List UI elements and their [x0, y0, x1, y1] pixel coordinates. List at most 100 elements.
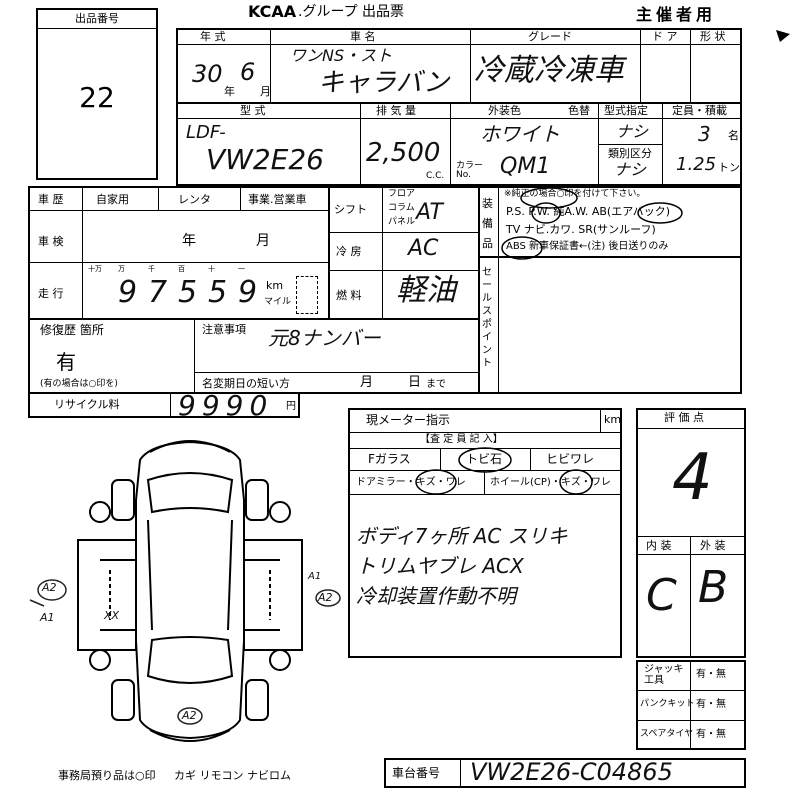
inspector-notes-line1: ボディ7ヶ所 AC スリキ: [356, 524, 568, 548]
model-label: 型 式: [240, 104, 266, 117]
puncture-option[interactable]: 有・無: [696, 699, 726, 710]
interior-label: 内 装: [646, 539, 672, 552]
history-rental[interactable]: レンタ: [178, 193, 211, 206]
load-unit: トン: [718, 161, 740, 174]
equipment-line1: P.S. P.W. 純A.W. AB(エアバック): [506, 205, 671, 218]
inspection-year: 年: [182, 233, 196, 249]
class-label: 類別区分: [608, 147, 652, 160]
shift-column[interactable]: コラム: [388, 203, 415, 213]
score-value: 4: [672, 441, 713, 515]
mileage-label: 走 行: [38, 287, 64, 300]
spare-label: スペアタイヤ: [640, 729, 694, 739]
door-label: ド ア: [652, 30, 678, 43]
damage-mark-bottom: A2: [182, 709, 197, 722]
equipment-label: 装備品: [482, 197, 493, 250]
inspection-label: 車 検: [38, 235, 64, 248]
meter-unit: km: [604, 413, 622, 426]
repair-note: (有の場合は○印を): [40, 379, 118, 389]
model-prefix: LDF-: [186, 122, 226, 143]
lot-number-label: 出品番号: [75, 12, 119, 25]
digit-label: 万: [118, 265, 125, 273]
grade-label: グレード: [528, 30, 572, 43]
type-designation-label: 型式指定: [604, 104, 648, 117]
grade-value: 冷蔵冷凍車: [474, 53, 624, 88]
mileage-digit: 7: [148, 275, 168, 310]
deadline-day: 日: [408, 375, 422, 390]
chassis-box: [384, 758, 746, 788]
color-number-value: QM1: [500, 154, 551, 179]
mileage-checkbox[interactable]: [296, 276, 318, 314]
recycle-label: リサイクル料: [54, 398, 120, 411]
shift-panel[interactable]: パネル: [388, 217, 416, 227]
lot-number-value: 22: [79, 81, 115, 114]
mirror-label: ドアミラー・キズ・ワレ: [356, 477, 466, 488]
digit-label: 十万: [88, 265, 102, 273]
history-business[interactable]: 事業.営業車: [248, 193, 307, 206]
class-value: ナシ: [614, 160, 647, 179]
load-value: 1.25: [676, 154, 717, 175]
unit-mile: マイル: [264, 297, 292, 307]
color-change-label: 色替: [568, 104, 590, 117]
capacity-unit: 名: [728, 129, 739, 142]
score-label: 評 価 点: [664, 411, 704, 424]
caution-label: 注意事項: [202, 323, 246, 336]
displacement-unit: C.C.: [426, 171, 445, 181]
displacement-label: 排 気 量: [376, 104, 416, 117]
deadline-label: 名変期日の短い方: [202, 377, 290, 390]
tools-box: [636, 660, 746, 750]
row2-box: [176, 102, 742, 186]
unit-km: km: [266, 279, 284, 292]
header-logo: KCAA: [248, 2, 297, 21]
sales-point-label: セールスポイント: [482, 267, 492, 369]
mileage-digit: 5: [208, 275, 228, 310]
organizer-label: 主催者用: [636, 5, 717, 24]
digit-label: 一: [238, 265, 245, 273]
displacement-value: 2,500: [366, 138, 441, 168]
history-label: 車 歴: [38, 193, 64, 206]
year-value: 30: [192, 60, 223, 88]
header-title: .グループ 出品票: [298, 4, 405, 20]
ac-value: AC: [408, 236, 439, 261]
meter-box: [348, 408, 622, 658]
shift-floor[interactable]: フロア: [388, 189, 416, 199]
repair-label: 修復歴 箇所: [40, 323, 104, 337]
fuel-label: 燃 料: [336, 289, 362, 302]
car-name-label: 車 名: [350, 30, 376, 43]
tobi-label: トビ石: [466, 452, 503, 466]
inspection-month: 月: [256, 233, 270, 249]
jack-option[interactable]: 有・無: [696, 669, 726, 680]
deadline-suffix: まで: [426, 379, 446, 390]
damage-mark-left-2: A1: [40, 611, 55, 624]
exterior-color-value: ホワイト: [480, 122, 560, 146]
score-box: [636, 408, 746, 658]
chassis-value: VW2E26-C04865: [470, 758, 673, 786]
interior-value: C: [646, 570, 677, 621]
shift-label: シフト: [334, 203, 367, 216]
inspector-header: 【査 定 員 記 入】: [420, 434, 503, 445]
damage-mark-right: A2: [318, 591, 333, 604]
lot-number-box: 出品番号 22: [36, 8, 158, 180]
glass-label: Fガラス: [368, 452, 411, 466]
office-items: カギ リモコン ナビロム: [174, 769, 291, 782]
spare-option[interactable]: 有・無: [696, 729, 726, 740]
recycle-value: 9990: [178, 389, 274, 422]
equipment-line3: ABS 新車保証書←(注) 後日送りのみ: [506, 241, 669, 252]
jack-label: ジャッキ工具: [644, 664, 684, 686]
damage-mark-left: A2: [42, 581, 57, 594]
meter-label: 現メーター指示: [366, 413, 451, 427]
digit-label: 十: [208, 265, 215, 273]
month-value: 6: [240, 58, 256, 86]
mileage-digit: 9: [118, 275, 138, 310]
ac-label: 冷 房: [336, 245, 362, 258]
year-unit: 年: [224, 85, 235, 98]
history-private[interactable]: 自家用: [96, 193, 129, 206]
digit-label: 百: [178, 265, 185, 273]
exterior-value: B: [698, 562, 729, 613]
inspector-notes-line3: 冷却装置作動不明: [356, 584, 516, 608]
car-name-line2: キャラバン: [318, 68, 450, 98]
mileage-digit: 9: [238, 275, 258, 310]
model-value: VW2E26: [206, 143, 324, 176]
